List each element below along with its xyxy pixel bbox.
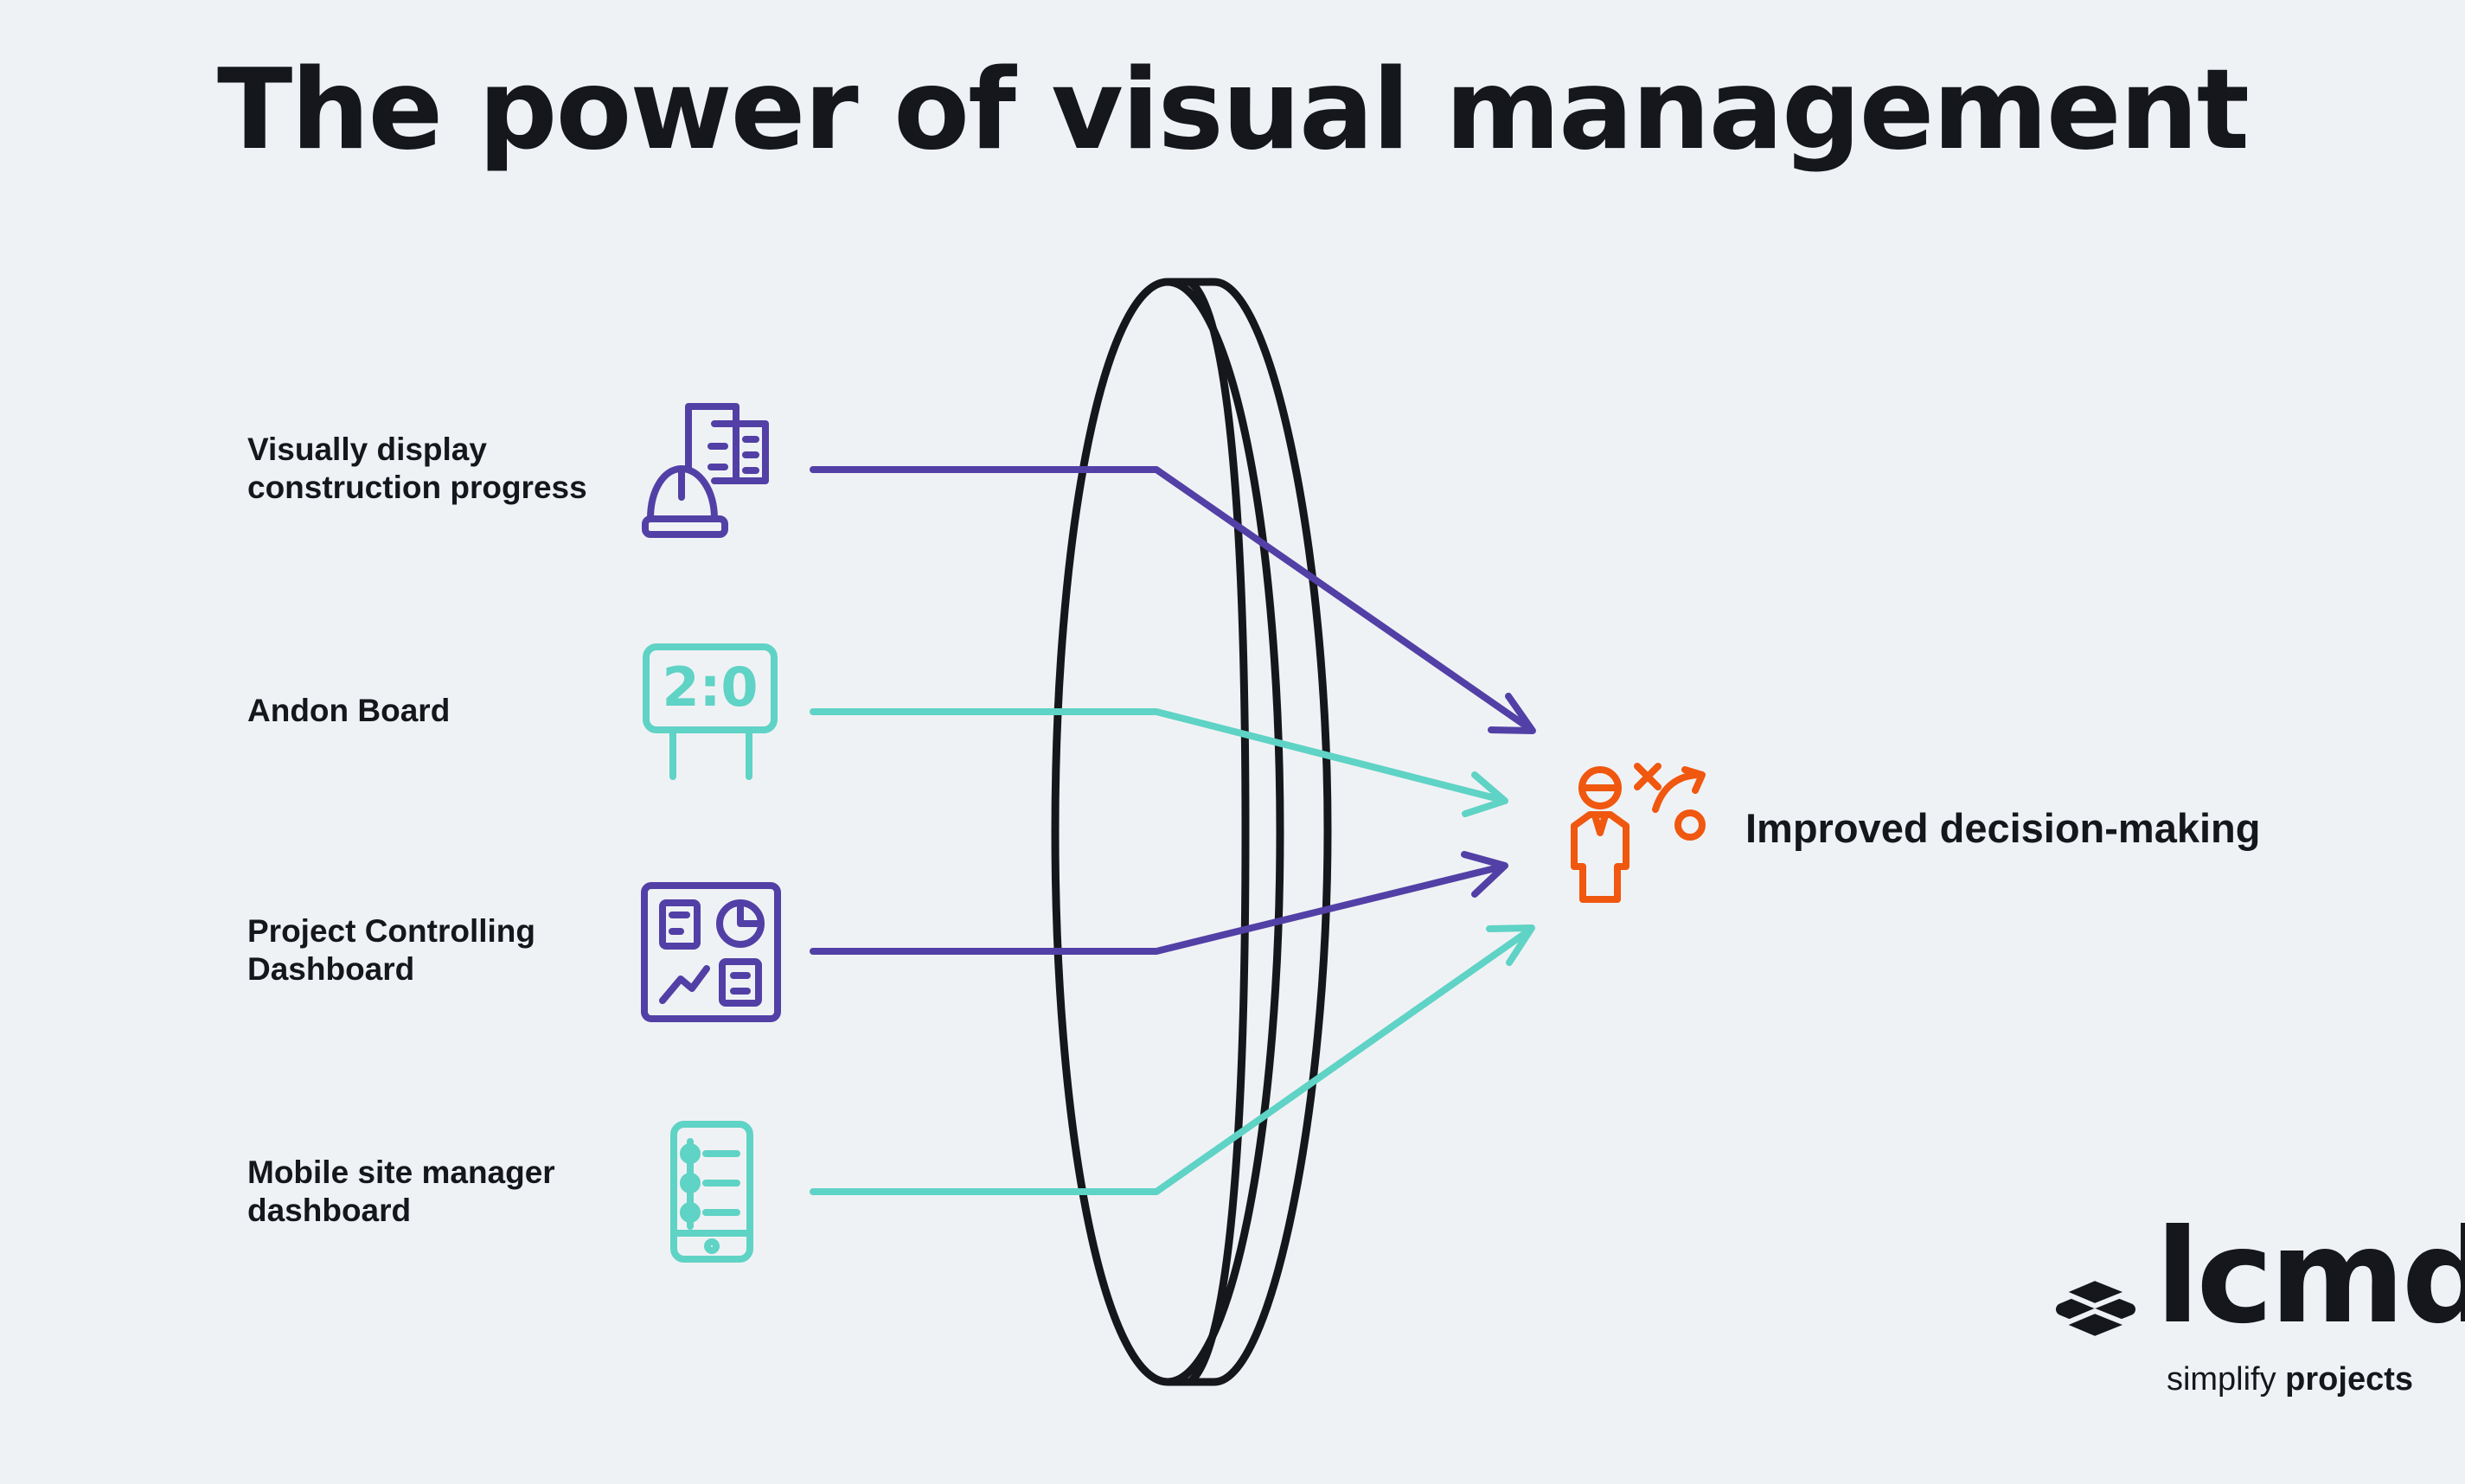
source-label-line: Visually display bbox=[247, 432, 487, 467]
scoreboard-score: 2:0 bbox=[662, 656, 758, 719]
source-label-line: Dashboard bbox=[247, 951, 415, 987]
arrowhead-construction bbox=[1488, 693, 1536, 734]
source-label-line: Andon Board bbox=[247, 693, 451, 728]
source-label-dashboard: Project Controlling Dashboard bbox=[247, 912, 663, 988]
decision-maker-icon bbox=[1571, 763, 1706, 903]
source-label-construction: Visually display construction progress bbox=[247, 431, 663, 507]
construction-helmet-buildings-icon bbox=[642, 403, 769, 538]
brand-tagline: simplify projects bbox=[2110, 1359, 2413, 1399]
arrowhead-andon bbox=[1462, 771, 1508, 817]
source-label-mobile: Mobile site manager dashboard bbox=[247, 1154, 663, 1230]
source-label-line: construction progress bbox=[247, 470, 587, 505]
target-label: Improved decision-making bbox=[1745, 805, 2261, 851]
page-title: The power of visual management bbox=[217, 46, 2250, 175]
tagline-plain: simplify bbox=[2166, 1361, 2286, 1398]
stacked-layers-icon bbox=[2056, 1276, 2135, 1341]
lens-icon bbox=[1051, 278, 1332, 1386]
scoreboard-icon: 2:0 bbox=[643, 643, 778, 780]
brand-wordmark: lcmd bbox=[2155, 1202, 2465, 1353]
connector-mobile bbox=[810, 927, 1533, 1195]
dashboard-icon bbox=[641, 882, 781, 1022]
source-label-line: Mobile site manager bbox=[247, 1155, 555, 1190]
source-label-line: dashboard bbox=[247, 1193, 412, 1228]
source-label-line: Project Controlling bbox=[247, 913, 535, 949]
source-label-andon: Andon Board bbox=[247, 692, 663, 730]
connector-dashboard bbox=[810, 863, 1506, 955]
connector-andon bbox=[810, 708, 1506, 803]
connector-construction bbox=[810, 466, 1533, 732]
mobile-phone-icon bbox=[670, 1121, 753, 1263]
arrowhead-mobile bbox=[1486, 924, 1535, 966]
arrowhead-dashboard bbox=[1461, 851, 1508, 898]
tagline-bold: projects bbox=[2285, 1361, 2413, 1398]
